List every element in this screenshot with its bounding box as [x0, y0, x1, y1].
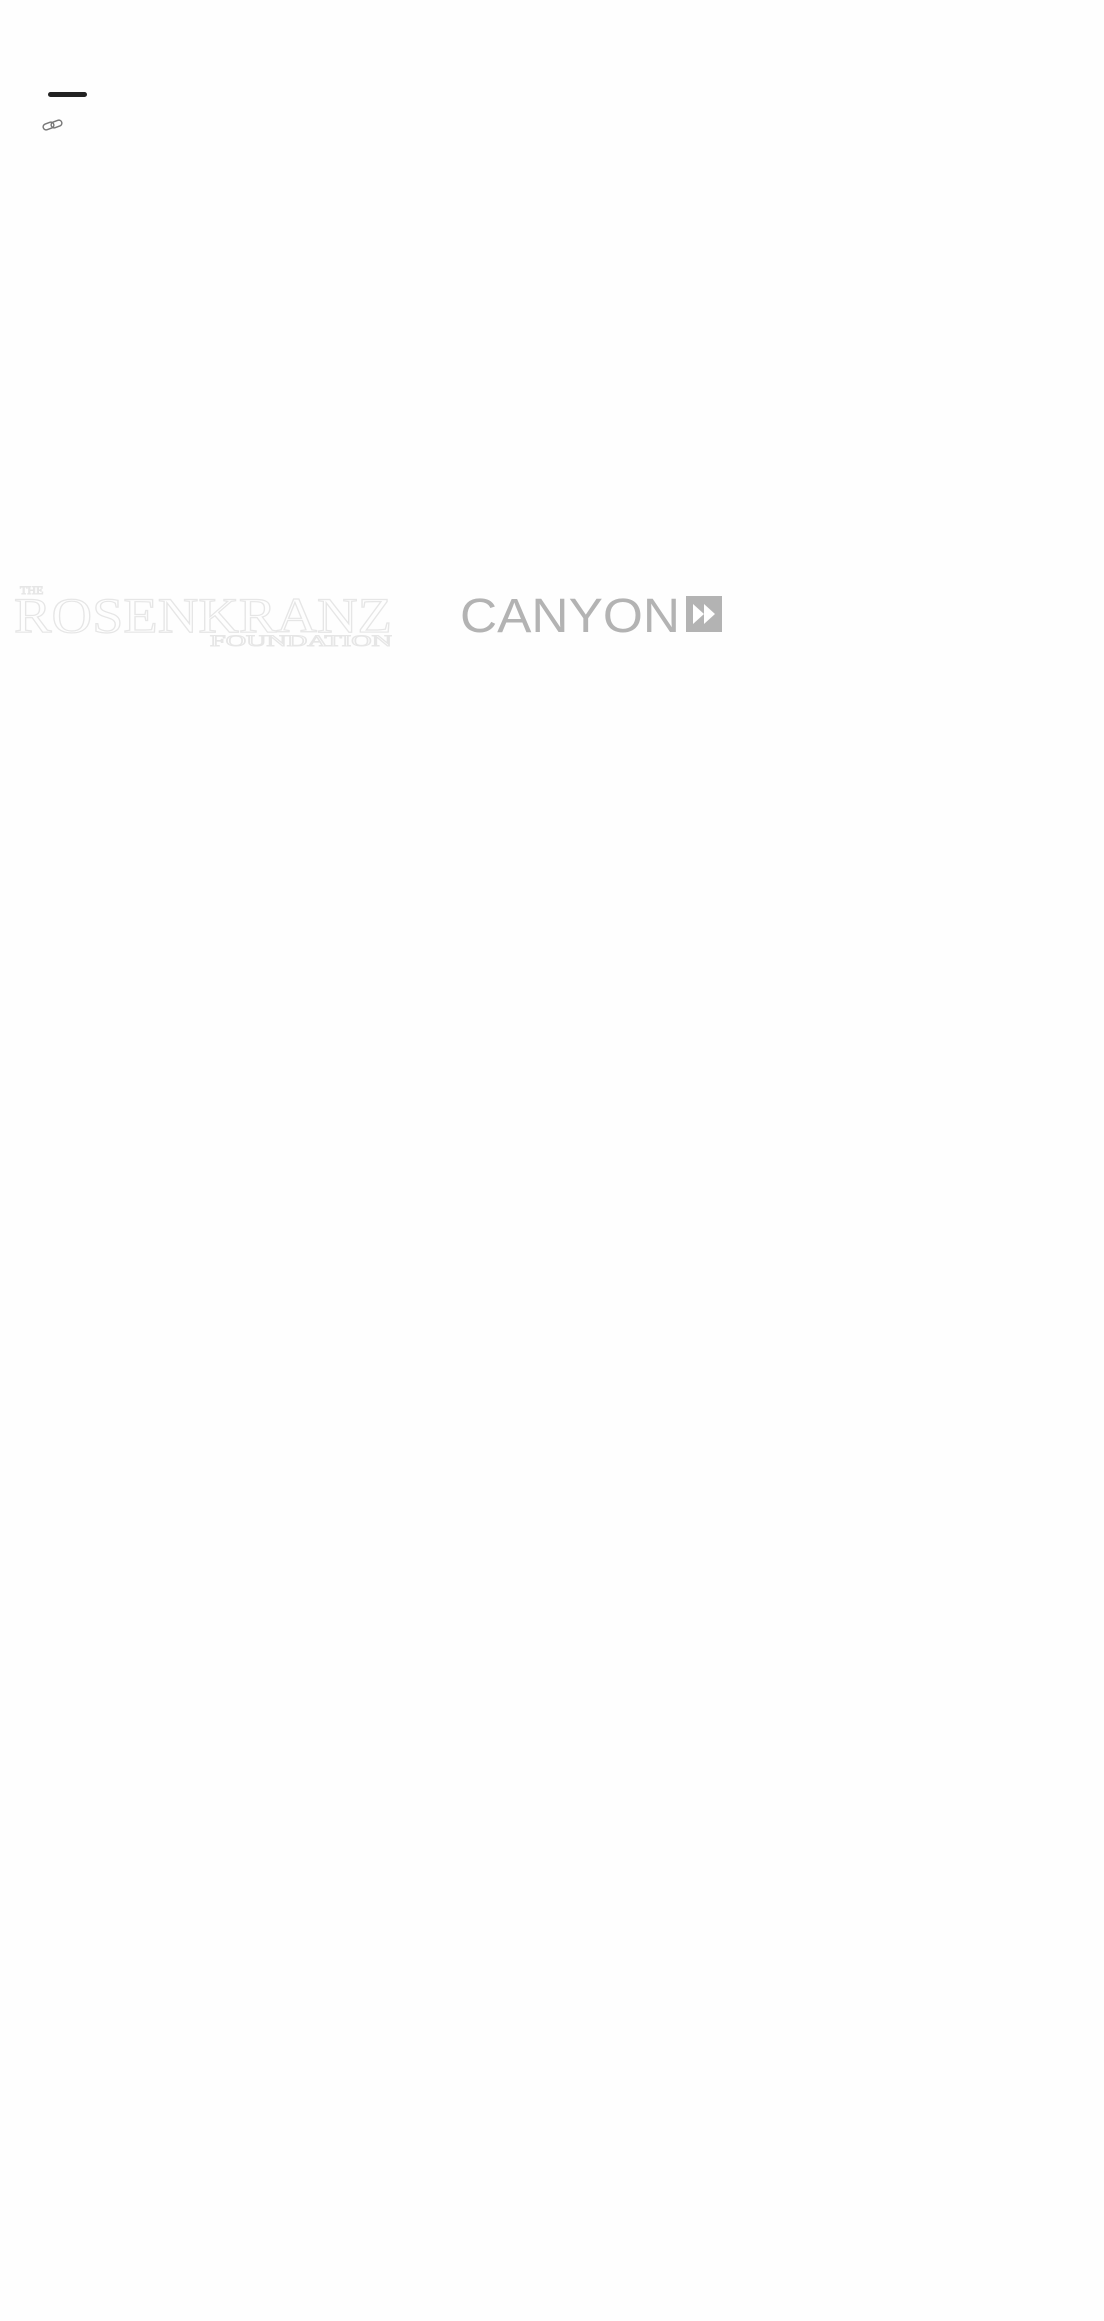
minus-bar-icon[interactable] [48, 92, 87, 97]
link-icon[interactable] [41, 118, 65, 134]
logo-line-the: THE [20, 583, 43, 597]
logo-line-rosenkranz: ROSENKRANZ [14, 587, 392, 643]
rosenkranz-foundation-logo: THE ROSENKRANZ FOUNDATION [14, 582, 392, 649]
canyon-logo: CANYON [460, 590, 722, 638]
logo-wordmark: CANYON [460, 590, 680, 638]
fast-forward-icon [686, 596, 722, 632]
logo-line-foundation: FOUNDATION [210, 633, 392, 648]
